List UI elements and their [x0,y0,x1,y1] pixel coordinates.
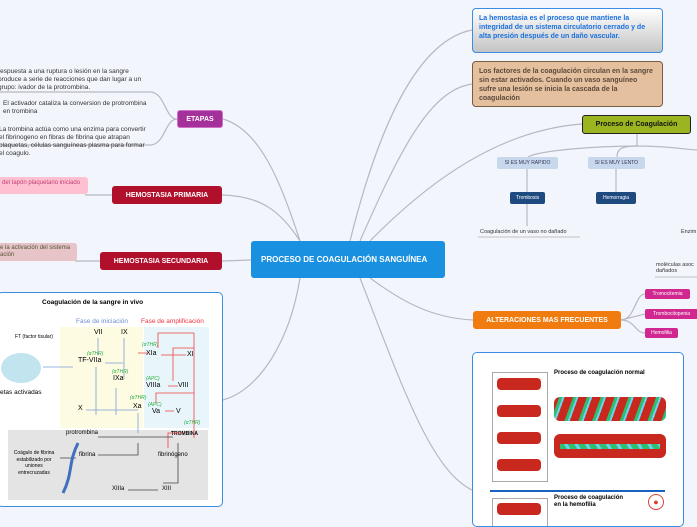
factor-viii: VIII [178,382,189,389]
athr-label: (αTHR) [142,342,159,348]
hemostasia-primaria-node[interactable]: HEMOSTASIA PRIMARIA [112,186,222,204]
etapas-item-3: La trombina actúa como una enzima para c… [0,126,146,157]
fibrina-label: fibrina [79,452,96,458]
factor-v: V [176,408,181,415]
vessel-graphic [497,459,541,471]
hemorragia-node[interactable]: Hemorragia [596,192,636,204]
alteraciones-node[interactable]: ALTERACIONES MAS FRECUENTES [473,311,621,329]
factor-xiii: XIII [162,486,172,492]
enzim-text: Enzim [681,229,697,235]
trombosis-node[interactable]: Trombosis [510,192,545,204]
vessel-normal-graphic-2 [554,434,666,458]
apc-label: (APC) [148,402,162,408]
factor-xi: XI [187,351,194,358]
trombina-label: TROMBINA [171,431,198,437]
etapas-item-1: respuesta a una ruptura o lesión en la s… [0,68,142,91]
moleculas-text: moléculas asoc dañados [656,262,694,274]
factor-va: Va [152,408,161,415]
athr-label: (αTHR) [87,351,104,357]
athr-label: (αTHR) [130,395,147,401]
tf-viia: TF-VIIa [78,357,102,364]
platelet-graphic [1,353,41,383]
vessel-graphic [497,432,541,444]
tromocitemia-node[interactable]: Tromocitemia [645,289,690,299]
apc-label: (APC) [146,376,160,382]
vessel-normal-graphic [554,397,666,421]
normal-title: Proceso de coagulación normal [554,370,645,376]
secundaria-label: HEMOSTASIA SECUNDARIA [113,257,209,265]
rapido-node[interactable]: SI ES MUY RAPIDO [497,157,558,169]
blood-drop-icon: ● [648,494,664,510]
factor-x: X [78,405,83,412]
alteraciones-label: ALTERACIONES MAS FRECUENTES [486,316,608,324]
fase-iniciacion: Fase de iniciación [76,318,129,325]
fibrinogeno-label: fibrinógeno [158,452,188,458]
factor-vii: VII [94,329,103,336]
plaquetas-label: etas activadas [0,389,42,396]
factor-xa: Xa [133,403,142,410]
vaso-no-danado: Coagulación de un vaso no dañado [480,229,567,235]
vessel-graphic [497,405,541,417]
central-topic-label: PROCESO DE COAGULACIÓN SANGUÍNEA [261,254,428,264]
factor-ixa: IXa [113,375,124,382]
factors-node[interactable]: Los factores de la coagulación circulan … [472,61,663,107]
ft-label: FT (factor tisular) [15,334,53,340]
hemofilia-node[interactable]: Hemofilia [645,328,678,338]
athr-label: (αTHR) [112,369,129,375]
factor-xia: XIa [146,350,157,357]
proceso-label: Proceso de Coagulación [595,121,678,128]
coagulo-label: Coágulo de fibrina estabilizado por unio… [13,450,55,476]
factor-xiiia: XIIIa [112,486,125,492]
etapas-node[interactable]: ETAPAS [177,110,223,128]
athr-label: (αTHR) [184,420,201,426]
protrombina-label: protrombina [66,430,99,436]
hemostasia-secundaria-node[interactable]: HEMOSTASIA SECUNDARIA [100,252,222,270]
secundaria-note: e la activación del sistema ación [0,243,77,261]
factor-ix: IX [121,329,128,336]
etapas-label: ETAPAS [186,115,214,123]
coagulation-cascade-image: Coagulación de la sangre in vivo Fase de… [0,292,223,507]
hemofilia-image: Proceso de coagulación normal Proceso de… [472,352,684,527]
vessel-graphic [497,378,541,390]
etapas-item-2: El activador cataliza la conversion de p… [3,100,147,115]
trombocitopenia-node[interactable]: Trombocitopenia [645,309,697,319]
primaria-note: del tapón plaquetario iniciado [0,177,88,194]
central-topic[interactable]: PROCESO DE COAGULACIÓN SANGUÍNEA [251,241,445,278]
hemofilia-title: Proceso de coagulación en la hemofilia [554,495,624,508]
lento-node[interactable]: SI ES MUY LENTO [588,157,645,169]
fase-amplificacion: Fase de amplificación [141,318,204,325]
definition-node[interactable]: La hemostasia es el proceso que mantiene… [472,8,663,53]
vessel-graphic [497,503,541,515]
primaria-label: HEMOSTASIA PRIMARIA [125,191,209,199]
proceso-coagulacion-node[interactable]: Proceso de Coagulación [582,115,691,134]
cascade-title: Coagulación de la sangre in vivo [42,299,144,306]
factor-viiia: VIIIa [146,382,161,389]
